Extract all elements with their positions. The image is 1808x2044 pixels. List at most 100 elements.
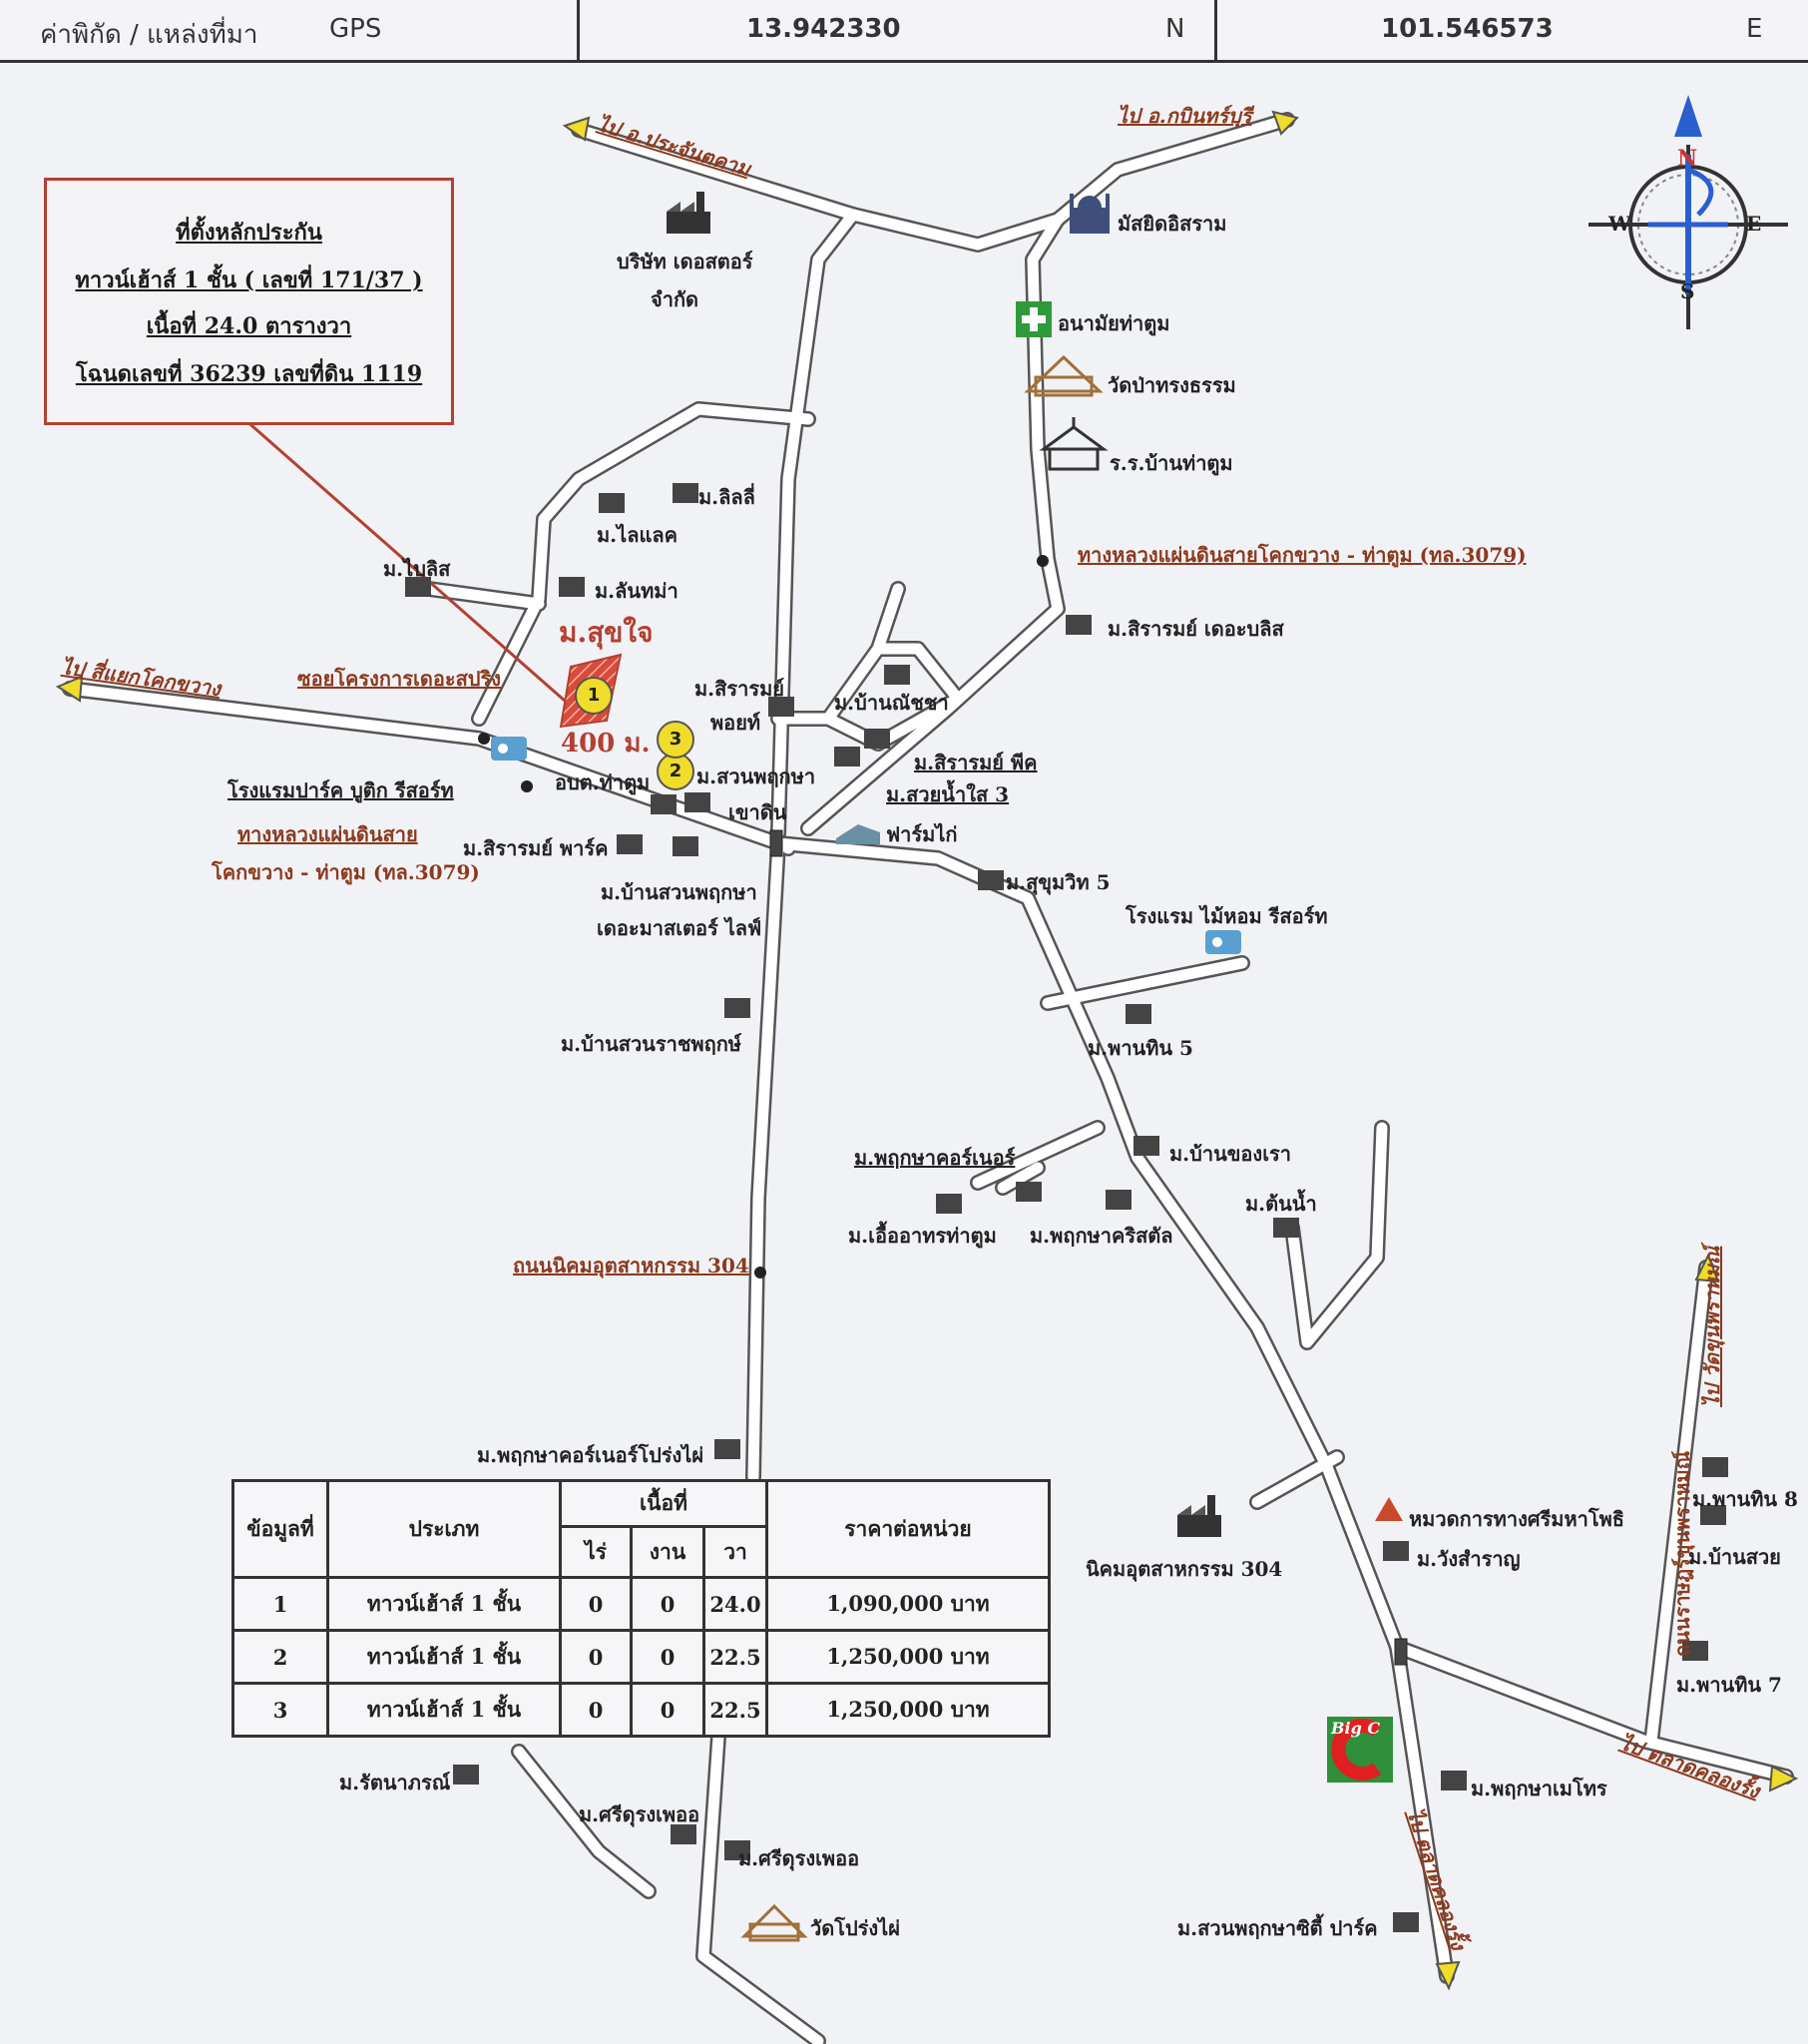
- highway-dept-icon: [1375, 1497, 1403, 1521]
- th-wa: วา: [702, 1525, 768, 1579]
- factory-icon-nikom: [1177, 1495, 1221, 1537]
- label-suanpruksa-khaodin-1: ม.สวนพฤกษา: [696, 765, 816, 788]
- label-suanpruksa-master-1: ม.บ้านสวนพฤกษา: [601, 880, 757, 904]
- coord-label: ค่าพิกัด / แหล่งที่มา: [40, 20, 258, 50]
- header-cell-source: [0, 0, 580, 60]
- label-suanratchapruek: ม.บ้านสวนราชพฤกษ์: [561, 1032, 741, 1056]
- cell-no: 1: [231, 1576, 329, 1632]
- label-phanthin8: ม.พานทิน 8: [1692, 1487, 1798, 1511]
- label-baankhongrao: ม.บ้านของเรา: [1169, 1142, 1292, 1166]
- compass-e: E: [1746, 212, 1762, 236]
- pointer-line: [243, 417, 575, 711]
- cell-type: ทาวน์เฮ้าส์ 1 ชั้น: [326, 1576, 562, 1632]
- label-phanthin7: ม.พานทิน 7: [1676, 1673, 1782, 1697]
- label-suanpruksa-khaodin-2: เขาดิน: [728, 800, 787, 824]
- label-wangsamran: ม.วังสำราญ: [1417, 1547, 1521, 1571]
- latitude-value: 13.942330: [746, 14, 901, 44]
- cell-no: 3: [231, 1682, 329, 1738]
- dir-kabinburi: ไป อ.กบินทร์บุรี: [1118, 104, 1252, 128]
- label-sirarom-point-1: ม.สิรารมย์: [694, 677, 784, 701]
- label-lilac: ม.ไลแลค: [597, 523, 678, 547]
- info-type: ทาวน์เฮ้าส์ 1 ชั้น ( เลขที่ 171/37 ): [75, 267, 423, 293]
- road-label-3079-left-2: โคกขวาง - ท่าตูม (ทล.3079): [212, 860, 480, 884]
- label-eua-athorn: ม.เอื้ออาทรท่าตูม: [848, 1224, 997, 1248]
- label-factory-top-1: บริษัท เดอสตอร์: [617, 250, 753, 273]
- village-icons: [405, 483, 1728, 1932]
- th-type: ประเภท: [326, 1479, 562, 1579]
- table-header-row: ข้อมูลที่ ประเภท เนื้อที่ ราคาต่อหน่วย: [231, 1478, 1051, 1579]
- compass-rose: [1588, 95, 1788, 329]
- marker-3: 3: [657, 721, 694, 759]
- road-label-3079-left-1: ทางหลวงแผ่นดินสาย: [237, 822, 418, 846]
- label-sriurung-2: ม.ศรีดุรงเพออ: [738, 1846, 860, 1870]
- cell-wa: 24.0: [702, 1576, 768, 1632]
- info-area: เนื้อที่ 24.0 ตารางวา: [146, 313, 352, 339]
- temple-icon-top: [1024, 354, 1104, 397]
- factory-icon-top: [667, 192, 710, 234]
- longitude-value: 101.546573: [1381, 14, 1554, 44]
- label-nikom-factory: นิคมอุตสาหกรรม 304: [1086, 1557, 1283, 1581]
- gps-source: GPS: [329, 14, 382, 44]
- label-pruksa-corner: ม.พฤกษาคอร์เนอร์: [854, 1146, 1016, 1170]
- label-sukhumvit5: ม.สุขุมวิท 5: [1006, 870, 1111, 894]
- cell-type: ทาวน์เฮ้าส์ 1 ชั้น: [326, 1629, 562, 1685]
- label-baansuay: ม.บ้านสวย: [1688, 1545, 1781, 1569]
- compass-w: W: [1608, 212, 1631, 236]
- label-sirarom-point-2: พอยท์: [710, 711, 761, 735]
- label-phanthin5: ม.พานทิน 5: [1088, 1036, 1193, 1060]
- label-baannatcha: ม.บ้านณัชชา: [834, 691, 949, 715]
- coordinate-header: ค่าพิกัด / แหล่งที่มา GPS 13.942330 N 10…: [0, 0, 1808, 63]
- label-suaynamsai: ม.สวยน้ำใส 3: [886, 782, 1010, 806]
- dir-watkhunphraya: ไป วัดขุนพราหมณ์: [1700, 1246, 1724, 1407]
- label-mosque: มัสยิดอิสราม: [1118, 212, 1227, 236]
- cell-no: 2: [231, 1629, 329, 1685]
- th-area: เนื้อที่: [559, 1478, 768, 1529]
- label-suanpruksa-city: ม.สวนพฤกษาซิตี้ ปาร์ค: [1177, 1916, 1378, 1940]
- price-table: ข้อมูลที่ ประเภท เนื้อที่ ราคาต่อหน่วย ไ…: [231, 1478, 1051, 1738]
- big-c-logo: [1327, 1717, 1393, 1783]
- road-label-nikom304: ถนนนิคมอุตสาหกรรม 304: [513, 1254, 749, 1278]
- hotel-icon-park: [491, 737, 527, 761]
- label-hotel-maihom: โรงแรม ไม้หอม รีสอร์ท: [1126, 904, 1328, 928]
- property-distance: 400 ม.: [561, 729, 651, 759]
- cell-price: 1,090,000 บาท: [765, 1576, 1051, 1632]
- label-sriurung-1: ม.ศรีดุรงเพออ: [579, 1802, 700, 1826]
- cell-wa: 22.5: [702, 1682, 768, 1738]
- latitude-suffix: N: [1165, 14, 1185, 44]
- th-rai: ไร่: [559, 1525, 633, 1579]
- label-school: ร.ร.บ้านท่าตูม: [1110, 451, 1233, 475]
- health-icon: [1016, 301, 1052, 337]
- cell-rai: 0: [559, 1629, 633, 1685]
- farm-icon: [836, 824, 880, 844]
- arrow-talad-bottom: [1435, 1960, 1461, 1991]
- table-row: 3 ทาวน์เฮ้าส์ 1 ชั้น 0 0 22.5 1,250,000 …: [231, 1682, 1051, 1738]
- compass-s: S: [1680, 279, 1695, 303]
- label-suanpruksa-master-2: เดอะมาสเตอร์ ไลฟ์: [597, 916, 762, 940]
- label-pruksa-corner-prongphai: ม.พฤกษาคอร์เนอร์โปร่งไผ่: [477, 1443, 704, 1467]
- cell-rai: 0: [559, 1576, 633, 1632]
- label-health: อนามัยท่าตูม: [1058, 311, 1170, 335]
- table-row: 2 ทาวน์เฮ้าส์ 1 ชั้น 0 0 22.5 1,250,000 …: [231, 1629, 1051, 1685]
- collateral-info-box: ที่ตั้งหลักประกัน ทาวน์เฮ้าส์ 1 ชั้น ( เ…: [44, 178, 454, 425]
- road-label-spring: ซอยโครงการเดอะสปริง: [297, 667, 502, 691]
- cell-ngan: 0: [630, 1629, 705, 1685]
- cell-wa: 22.5: [702, 1629, 768, 1685]
- label-highway-dept: หมวดการทางศรีมหาโพธิ: [1409, 1507, 1625, 1531]
- label-sirarom-park: ม.สิรารมย์ พาร์ค: [463, 836, 609, 860]
- mosque-icon: [1070, 194, 1110, 234]
- label-pruksa-metro: ม.พฤกษาเมโทร: [1471, 1777, 1607, 1800]
- arrow-kabinburi: [1271, 110, 1299, 136]
- label-farm: ฟาร์มไก่: [886, 822, 958, 846]
- property-name: ม.สุขใจ: [559, 616, 654, 649]
- hotel-icon-maihom: [1205, 930, 1241, 954]
- cell-ngan: 0: [630, 1576, 705, 1632]
- header-cell-latitude: [580, 0, 1217, 60]
- cell-rai: 0: [559, 1682, 633, 1738]
- cell-price: 1,250,000 บาท: [765, 1682, 1051, 1738]
- junction-dots: [478, 555, 1049, 1278]
- label-temple-top: วัดป่าทรงธรรม: [1108, 373, 1236, 397]
- label-lanthom: ม.ลันทม่า: [595, 579, 678, 603]
- info-deed: โฉนดเลขที่ 36239 เลขที่ดิน 1119: [75, 361, 423, 387]
- label-tonnam: ม.ต้นน้ำ: [1245, 1192, 1317, 1216]
